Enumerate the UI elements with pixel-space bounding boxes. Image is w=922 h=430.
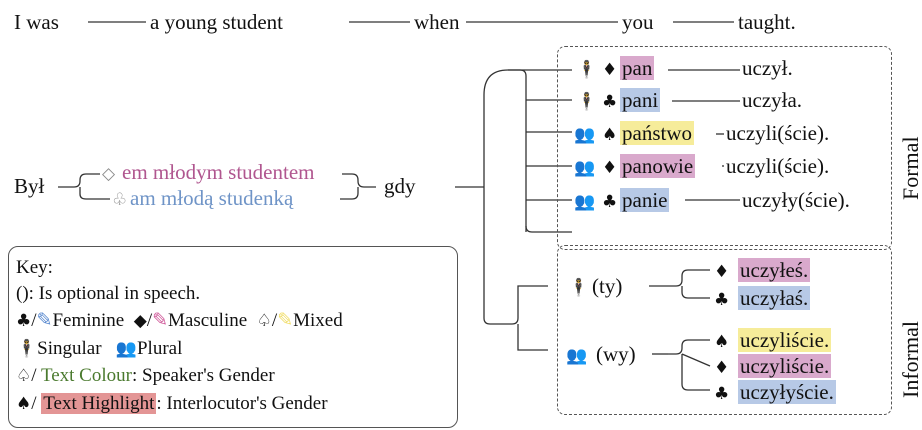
informal-label: Informal	[898, 321, 922, 398]
singular-icon: 🕴	[16, 339, 38, 359]
singular-icon: 🕴	[576, 60, 598, 80]
pronoun-panstwo: państwo	[620, 121, 694, 145]
masculine-swatch-icon: ✎	[152, 310, 169, 331]
plural-icon: 👥	[574, 125, 596, 145]
spade-outline-icon: ♤	[256, 311, 272, 331]
pronoun-panie: panie	[620, 188, 670, 212]
formal-label: Formal	[898, 136, 922, 200]
singular-icon: 🕴	[576, 92, 598, 112]
feminine-swatch-icon: ✎	[36, 310, 53, 331]
club-outline-icon: ♣	[16, 311, 32, 331]
verb-uczylyscie: uczyłyście.	[738, 380, 836, 404]
diamond-icon: ♦	[714, 358, 730, 378]
diamond-outline-icon: ◆	[133, 311, 147, 331]
verb-uczyla: uczyła.	[742, 88, 803, 112]
fem-symbol: ♧	[112, 190, 128, 210]
plural-icon: 👥	[574, 192, 596, 212]
polish-byl: Był	[14, 174, 45, 198]
key-text-colour-desc: : Speaker's Gender	[131, 365, 275, 386]
plural-icon: 👥	[115, 339, 137, 359]
feminine-phrase: am młodą studenką	[130, 186, 294, 210]
key-optional: (): Is optional in speech.	[16, 283, 201, 304]
informal-box	[557, 245, 892, 415]
verb-uczyliscie-masc: uczyliście.	[738, 354, 832, 378]
club-icon: ♣	[714, 384, 730, 404]
pronoun-ty: (ty)	[592, 274, 623, 298]
spade-icon: ♠	[602, 125, 618, 145]
pronoun-wy: (wy)	[596, 342, 636, 366]
plural-icon: 👥	[574, 158, 596, 178]
key-plural: Plural	[136, 338, 183, 359]
key-mixed: Mixed	[293, 310, 343, 331]
spade-outline-icon: ♤	[16, 366, 32, 386]
key-gender-row: ♣/✎Feminine ◆/✎Masculine ♤/✎Mixed	[16, 310, 343, 331]
english-word-1: I was	[14, 10, 59, 34]
verb-uczyliscie: uczyli(ście).	[726, 121, 830, 145]
verb-uczyliscie-mixed: uczyliście.	[738, 328, 832, 352]
diamond-icon: ♦	[602, 60, 618, 80]
club-icon: ♣	[714, 290, 730, 310]
verb-uczyles: uczyłeś.	[738, 258, 811, 282]
diamond-icon: ♦	[602, 158, 618, 178]
masculine-phrase: em młodym studentem	[122, 160, 315, 184]
masc-symbol: ◇	[102, 164, 116, 184]
key-masculine: Masculine	[168, 310, 248, 331]
key-title: Key:	[16, 257, 53, 278]
key-text-highlight-row: ♠/ Text Highlight: Interlocutor's Gender	[16, 393, 328, 414]
spade-icon: ♠	[714, 332, 730, 352]
key-singular: Singular	[37, 338, 102, 359]
key-text-colour-row: ♤/ Text Colour: Speaker's Gender	[16, 365, 275, 386]
club-icon: ♣	[602, 192, 618, 212]
verb-uczylas: uczyłaś.	[738, 286, 811, 310]
pronoun-pani: pani	[620, 88, 661, 112]
singular-icon: 🕴	[568, 278, 590, 298]
english-word-4: you	[622, 10, 654, 34]
formal-box	[557, 46, 892, 250]
key-text-highlight-desc: : Interlocutor's Gender	[156, 393, 328, 414]
polish-gdy: gdy	[384, 174, 416, 198]
pronoun-pan: pan	[620, 56, 655, 80]
verb-uczylyscie: uczyły(ście).	[742, 188, 850, 212]
plural-icon: 👥	[566, 346, 588, 366]
english-word-2: a young student	[150, 10, 283, 34]
diamond-icon: ♦	[714, 262, 730, 282]
english-word-5: taught.	[738, 10, 796, 34]
pronoun-panowie: panowie	[620, 154, 696, 178]
key-text-highlight: Text Highlight	[41, 393, 157, 414]
verb-uczyl: uczył.	[742, 56, 793, 80]
key-text-colour: Text Colour	[40, 365, 132, 386]
club-icon: ♣	[602, 92, 618, 112]
english-word-3: when	[414, 10, 460, 34]
key-feminine: Feminine	[52, 310, 125, 331]
key-number-row: 🕴Singular 👥Plural	[16, 339, 182, 358]
spade-icon: ♠	[16, 394, 32, 414]
verb-uczyliscie: uczyli(ście).	[726, 154, 830, 178]
mixed-swatch-icon: ✎	[277, 310, 294, 331]
key-box	[8, 246, 458, 428]
